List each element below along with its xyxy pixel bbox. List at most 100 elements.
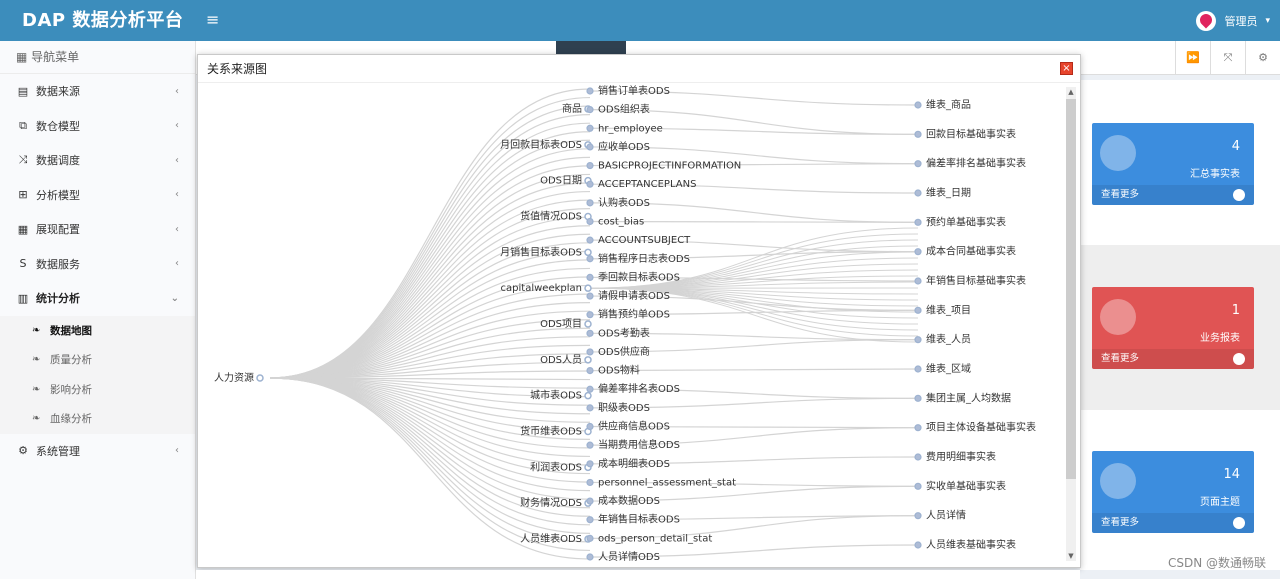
tree-node[interactable]: [586, 329, 594, 337]
tree-label[interactable]: 人员详情: [926, 509, 966, 522]
tree-label[interactable]: personnel_assessment_stat: [598, 477, 736, 488]
tree-node[interactable]: [586, 441, 594, 449]
tree-label[interactable]: 实收单基础事实表: [926, 479, 1006, 492]
card-more-link[interactable]: 查看更多: [1092, 349, 1254, 369]
tree-node[interactable]: [586, 311, 594, 319]
card-more-label[interactable]: 查看更多: [1101, 517, 1140, 528]
tree-label[interactable]: 维表_商品: [926, 98, 971, 111]
tree-label[interactable]: 人员详情ODS: [598, 550, 660, 563]
tree-label[interactable]: ACCEPTANCEPLANS: [598, 179, 696, 190]
sub-item-3[interactable]: ❧血缘分析: [0, 404, 195, 434]
tree-label[interactable]: ODS供应商: [598, 345, 650, 358]
user-name[interactable]: 管理员: [1224, 14, 1258, 28]
tree-label[interactable]: BASICPROJECTINFORMATION: [598, 161, 741, 172]
tree-label[interactable]: 职级表ODS: [598, 401, 650, 414]
tree-label[interactable]: 偏差率排名基础事实表: [926, 157, 1026, 170]
tree-label[interactable]: 偏差率排名表ODS: [598, 382, 680, 395]
tree-node[interactable]: [914, 277, 922, 285]
tree-node[interactable]: [586, 199, 594, 207]
tree-label[interactable]: ODS项目: [540, 318, 582, 330]
tree-root-label[interactable]: 人力资源: [214, 371, 254, 384]
caret-down-icon[interactable]: ▾: [1265, 15, 1270, 26]
tree-node[interactable]: [914, 218, 922, 226]
sidebar-item-2[interactable]: ⤨数据调度‹: [0, 143, 195, 178]
tree-label[interactable]: 请假申请表ODS: [598, 289, 670, 302]
tree-label[interactable]: ODS考勤表: [598, 326, 650, 339]
sidebar-item-1[interactable]: ⧉数仓模型‹: [0, 109, 195, 144]
tree-root-node[interactable]: [256, 374, 264, 382]
tree-label[interactable]: 预约单基础事实表: [926, 215, 1006, 228]
tree-node[interactable]: [586, 422, 594, 431]
tree-node[interactable]: [586, 106, 594, 114]
tree-node[interactable]: [586, 534, 594, 542]
tree-node[interactable]: [586, 460, 594, 468]
tree-label[interactable]: 年销售目标基础事实表: [926, 274, 1026, 287]
tree-node[interactable]: [914, 453, 922, 461]
tree-node[interactable]: [584, 284, 592, 292]
scroll-up-icon[interactable]: ▲: [1068, 88, 1074, 96]
tree-node[interactable]: [914, 130, 922, 138]
tree-label[interactable]: 销售程序日志表ODS: [598, 252, 690, 265]
tree-label[interactable]: 利润表ODS: [530, 460, 582, 473]
user-avatar-icon[interactable]: [1196, 10, 1217, 31]
tree-label[interactable]: ODS人员: [540, 354, 582, 366]
tree-node[interactable]: [914, 541, 922, 549]
tree-label[interactable]: 销售订单表ODS: [598, 84, 670, 97]
forward-icon[interactable]: ⏩: [1175, 41, 1210, 75]
sidebar-item-system[interactable]: ⚙系统管理‹: [0, 434, 195, 469]
arrow-right-icon[interactable]: [1233, 353, 1245, 365]
tree-label[interactable]: 成本合同基础事实表: [926, 245, 1016, 258]
tree-node[interactable]: [584, 391, 592, 400]
tree-node[interactable]: [586, 348, 594, 356]
card-more-label[interactable]: 查看更多: [1101, 189, 1140, 200]
tree-node[interactable]: [586, 478, 594, 487]
tree-node[interactable]: [586, 236, 594, 244]
sidebar-item-4[interactable]: ▦展现配置‹: [0, 212, 195, 247]
tree-label[interactable]: 月销售目标表ODS: [500, 245, 582, 258]
tree-label[interactable]: 货值情况ODS: [520, 210, 582, 223]
fullscreen-icon[interactable]: ⤧: [1210, 41, 1245, 75]
tree-node[interactable]: [584, 320, 592, 328]
tree-node[interactable]: [584, 248, 592, 257]
tree-label[interactable]: capitalweekplan: [501, 283, 582, 294]
scroll-thumb[interactable]: [1066, 99, 1076, 479]
tree-label[interactable]: ACCOUNTSUBJECT: [598, 235, 691, 246]
tree-node[interactable]: [586, 273, 594, 281]
tree-label[interactable]: 财务情况ODS: [520, 496, 582, 509]
tree-node[interactable]: [586, 161, 594, 170]
tree-node[interactable]: [586, 143, 594, 151]
tree-label[interactable]: 人员维表ODS: [520, 532, 582, 545]
tree-label[interactable]: 应收单ODS: [598, 140, 650, 153]
settings-icon[interactable]: ⚙: [1245, 41, 1280, 75]
tree-node[interactable]: [914, 101, 922, 109]
tree-label[interactable]: 当期费用信息ODS: [598, 438, 680, 451]
tree-label[interactable]: 项目主体设备基础事实表: [926, 421, 1036, 434]
tree-node[interactable]: [586, 292, 594, 300]
tree-label[interactable]: hr_employee: [598, 123, 663, 134]
tree-node[interactable]: [586, 255, 594, 263]
tree-label[interactable]: ODS组织表: [598, 103, 650, 116]
tree-label[interactable]: 季回款目标表ODS: [598, 270, 680, 283]
tree-node[interactable]: [914, 394, 922, 402]
sidebar-item-3[interactable]: ⊞分析模型‹: [0, 178, 195, 213]
tree-label[interactable]: 维表_日期: [926, 186, 971, 199]
tree-label[interactable]: ODS物料: [598, 364, 640, 377]
tree-label[interactable]: 销售预约单ODS: [598, 308, 670, 321]
tree-node[interactable]: [914, 248, 922, 256]
tree-node[interactable]: [586, 87, 594, 95]
tree-label[interactable]: 维表_人员: [926, 333, 971, 346]
tree-label[interactable]: 维表_项目: [926, 303, 971, 316]
sidebar-item-0[interactable]: ▤数据来源‹: [0, 74, 195, 109]
tree-label[interactable]: ods_person_detail_stat: [598, 533, 712, 544]
tree-node[interactable]: [586, 180, 594, 188]
tree-node[interactable]: [586, 217, 594, 226]
tree-node[interactable]: [914, 424, 922, 432]
sidebar-item-6[interactable]: ▥统计分析⌄: [0, 281, 195, 316]
vertical-scrollbar[interactable]: ▲ ▼: [1066, 87, 1076, 561]
tree-label[interactable]: 货币维表ODS: [520, 425, 582, 438]
tree-label[interactable]: 月回款目标表ODS: [500, 138, 582, 151]
tree-label[interactable]: 供应商信息ODS: [598, 420, 670, 433]
